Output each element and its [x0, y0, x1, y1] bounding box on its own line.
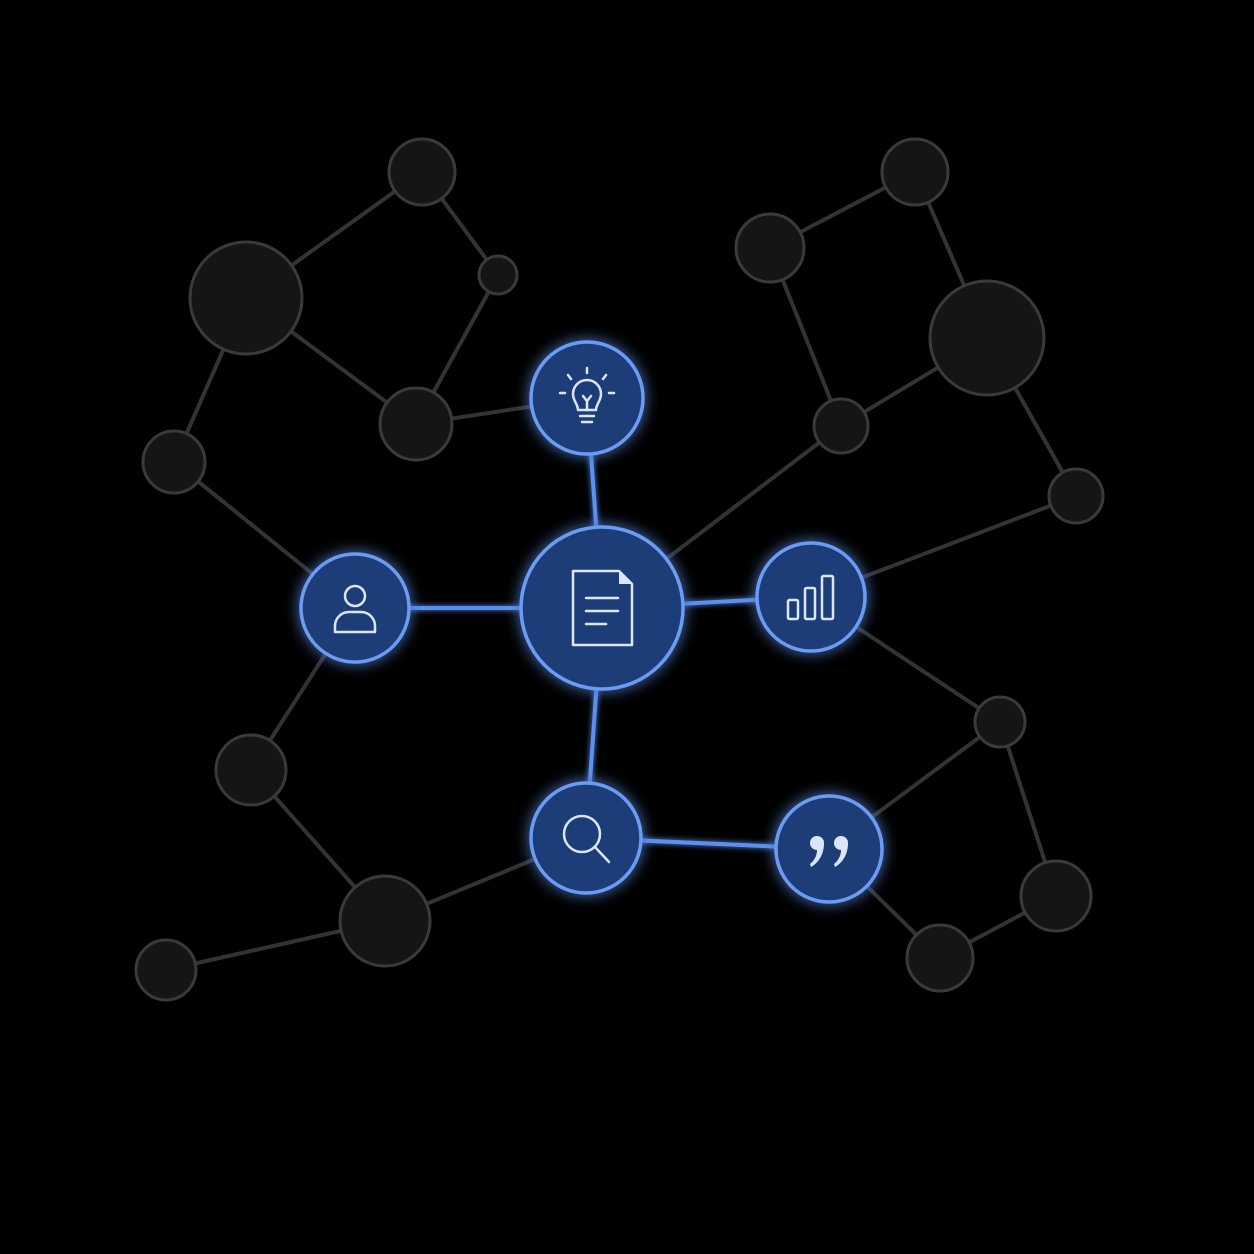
- background-node: [812, 397, 870, 455]
- user-icon: [333, 584, 377, 634]
- background-node: [734, 212, 806, 284]
- quote-icon: [810, 836, 848, 867]
- background-node: [338, 874, 432, 968]
- node-quote[interactable]: [774, 794, 884, 904]
- background-node: [134, 938, 198, 1002]
- node-document[interactable]: [519, 525, 685, 691]
- background-node: [1019, 859, 1093, 933]
- search-icon: [562, 814, 611, 864]
- background-node: [477, 254, 519, 296]
- node-user[interactable]: [299, 552, 411, 664]
- bar-chart-icon: [786, 574, 835, 621]
- background-nodes: [134, 137, 1105, 1002]
- background-node: [905, 923, 975, 993]
- document-icon: [571, 569, 634, 647]
- background-node: [973, 695, 1027, 749]
- node-search[interactable]: [529, 781, 643, 895]
- background-node: [188, 240, 304, 356]
- lightbulb-icon: [558, 366, 616, 424]
- background-node: [214, 733, 288, 807]
- background-node: [378, 386, 454, 462]
- background-node: [880, 137, 950, 207]
- background-node: [928, 279, 1046, 397]
- background-node: [141, 429, 207, 495]
- background-node: [1047, 467, 1105, 525]
- background-node: [387, 137, 457, 207]
- node-idea[interactable]: [529, 340, 645, 456]
- node-analytics[interactable]: [755, 541, 867, 653]
